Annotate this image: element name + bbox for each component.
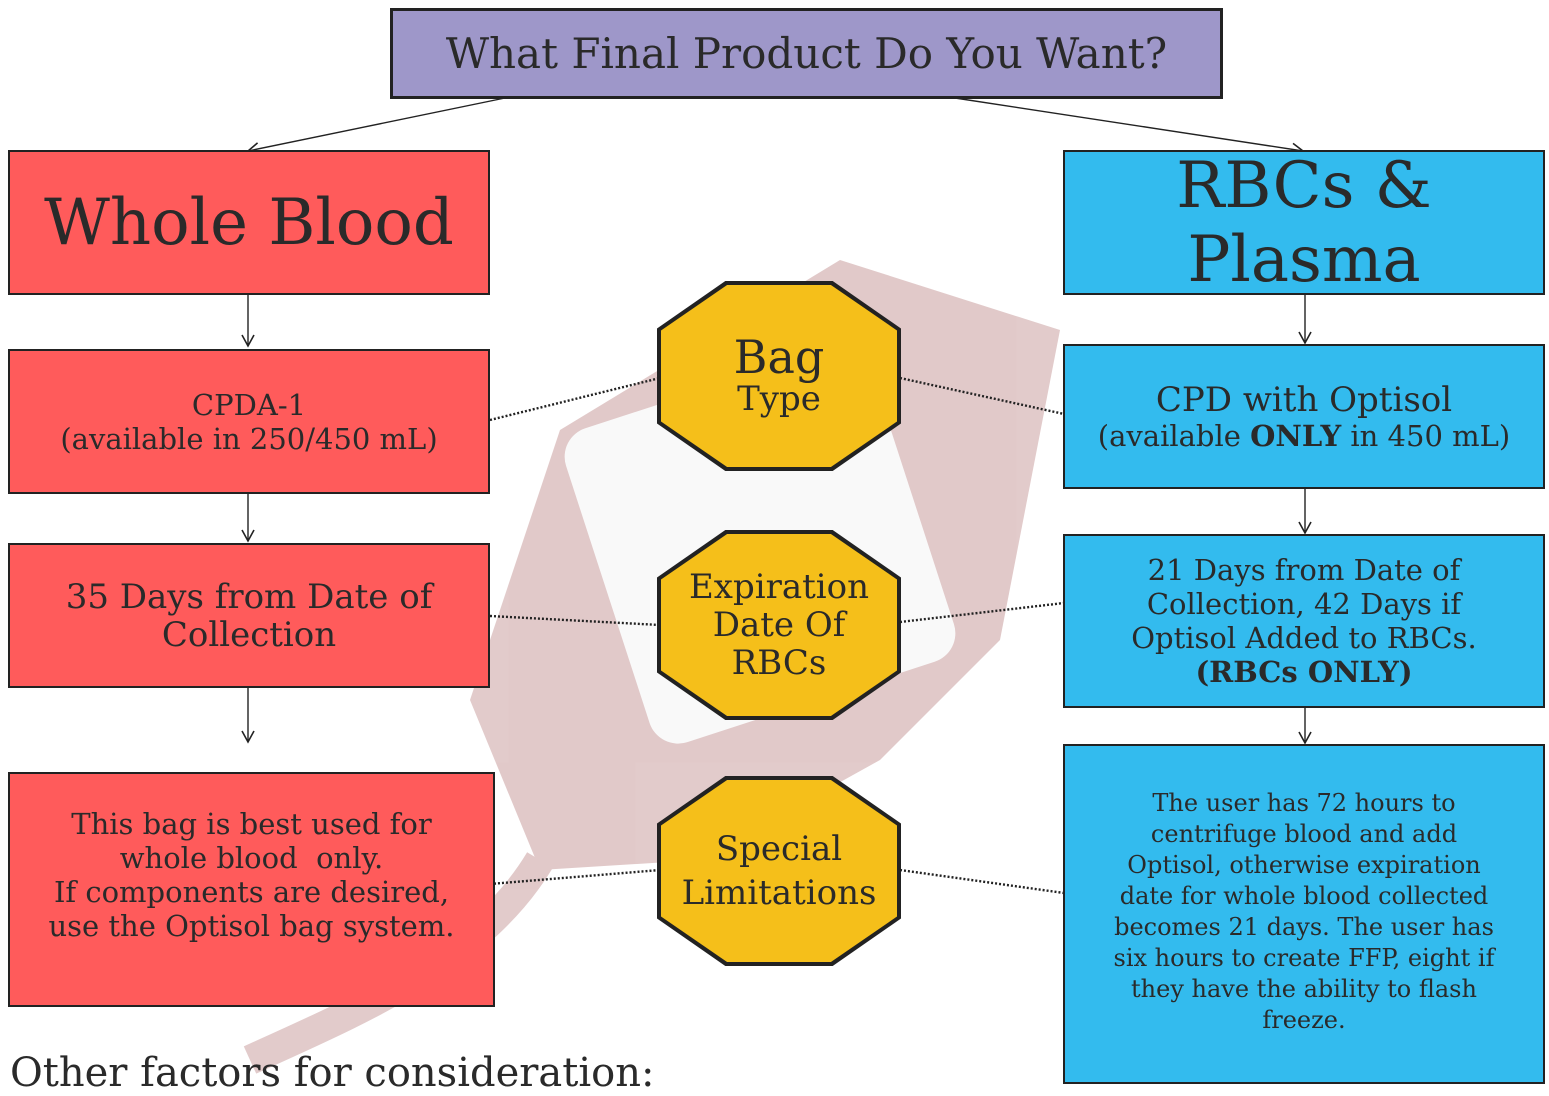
whole-blood-limitations-line4: use the Optisol bag system. xyxy=(48,908,455,943)
rbcs-limitations-line5: becomes 21 days. The user has xyxy=(1114,913,1494,941)
rbcs-plasma-title: RBCs & Plasma xyxy=(1176,148,1432,297)
whole-blood-title: Whole Blood xyxy=(44,185,454,260)
rbcs-limitations-line4: date for whole blood collected xyxy=(1119,882,1489,910)
optisol-bag-sizes-pre: (available xyxy=(1097,418,1251,453)
whole-blood-limitations-box: This bag is best used for whole blood on… xyxy=(8,772,495,1007)
special-limitations-line1: Special xyxy=(715,829,843,869)
rbcs-expiration-note: (RBCs ONLY) xyxy=(1195,655,1413,689)
expiration-date-line2: Date Of xyxy=(712,605,846,645)
optisol-bag-name: CPD with Optisol xyxy=(1155,379,1453,420)
rbcs-limitations-line8: freeze. xyxy=(1262,1006,1346,1034)
whole-blood-expiration-line2: Collection xyxy=(161,614,337,655)
rbcs-limitations-box: The user has 72 hours to centrifuge bloo… xyxy=(1063,744,1545,1084)
cpda-bag-name: CPDA-1 xyxy=(191,387,307,422)
optisol-bag-sizes-only: ONLY xyxy=(1250,418,1342,453)
dotted-special-right xyxy=(899,868,1065,895)
arrow-title-to-rbcs-plasma xyxy=(954,97,1305,157)
arrow-title-to-whole-blood xyxy=(246,97,506,156)
whole-blood-box: Whole Blood xyxy=(8,150,490,295)
rbcs-expiration-box: 21 Days from Date of Collection, 42 Days… xyxy=(1063,534,1545,708)
cpda-bag-box: CPDA-1 (available in 250/450 mL) xyxy=(8,349,490,494)
whole-blood-limitations-line1: This bag is best used for xyxy=(71,806,432,841)
special-limitations-octagon: Special Limitations xyxy=(657,776,901,966)
other-factors-heading: Other factors for consideration: xyxy=(10,1050,655,1096)
expiration-date-octagon: Expiration Date Of RBCs xyxy=(657,530,901,720)
rbcs-limitations-line1: The user has 72 hours to xyxy=(1152,789,1456,817)
dotted-expiration-right xyxy=(899,601,1065,624)
special-limitations-line2: Limitations xyxy=(681,873,877,913)
bag-type-line2: Type xyxy=(737,379,821,419)
optisol-bag-sizes: (available ONLY in 450 mL) xyxy=(1098,419,1510,453)
dotted-special-left xyxy=(489,868,661,886)
expiration-date-line3: RBCs xyxy=(731,643,827,683)
cpda-bag-sizes: (available in 250/450 mL) xyxy=(60,421,438,456)
rbcs-limitations-line2: centrifuge blood and add xyxy=(1150,820,1458,848)
bag-type-octagon: Bag Type xyxy=(657,281,901,471)
whole-blood-expiration-box: 35 Days from Date of Collection xyxy=(8,543,490,688)
question-title-box: What Final Product Do You Want? xyxy=(390,8,1223,99)
whole-blood-limitations-line3: If components are desired, xyxy=(53,874,450,909)
rbcs-expiration-line1: 21 Days from Date of xyxy=(1147,553,1461,587)
dotted-bag-type-right xyxy=(899,376,1065,416)
rbcs-plasma-box: RBCs & Plasma xyxy=(1063,148,1545,297)
optisol-bag-sizes-post: in 450 mL) xyxy=(1341,418,1511,453)
dotted-bag-type-left xyxy=(489,376,661,422)
rbcs-limitations-line7: they have the ability to flash xyxy=(1131,975,1477,1003)
rbcs-expiration-line2: Collection, 42 Days if xyxy=(1146,587,1462,621)
whole-blood-limitations-line2: whole blood only. xyxy=(119,840,384,875)
dotted-expiration-left xyxy=(489,614,661,627)
whole-blood-expiration-line1: 35 Days from Date of xyxy=(65,576,433,617)
optisol-bag-box: CPD with Optisol (available ONLY in 450 … xyxy=(1063,344,1545,489)
rbcs-limitations-line3: Optisol, otherwise expiration xyxy=(1127,851,1481,879)
rbcs-expiration-line3: Optisol Added to RBCs. xyxy=(1131,621,1477,655)
bag-type-line1: Bag xyxy=(733,330,825,384)
question-title: What Final Product Do You Want? xyxy=(445,29,1168,78)
expiration-date-line1: Expiration xyxy=(688,567,870,607)
rbcs-limitations-line6: six hours to create FFP, eight if xyxy=(1113,944,1495,972)
